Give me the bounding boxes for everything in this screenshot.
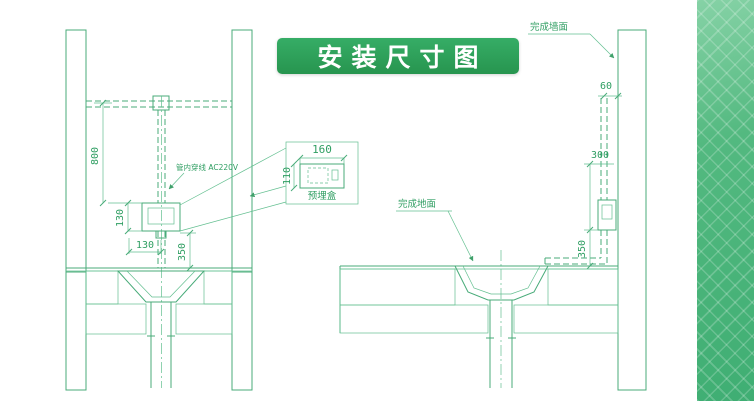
dim-130-horizontal: 130 <box>125 238 165 256</box>
left-wall <box>65 29 87 273</box>
concealed-pipe-vertical <box>157 96 166 388</box>
title-banner: 安装尺寸图 <box>277 38 519 74</box>
detail-leader-arrow <box>249 185 287 198</box>
embedded-box-detail: 160 110 预埋盒 <box>179 141 359 232</box>
dim-60-label: 60 <box>600 81 612 92</box>
projection-line-bottom <box>179 201 287 232</box>
dim-300: 300 <box>584 150 614 234</box>
dim-160-label: 160 <box>312 143 332 156</box>
wall-finish-label: 完成墙面 <box>530 21 568 33</box>
wall-flush-pipe <box>544 98 608 266</box>
dim-350-right-label: 350 <box>577 240 588 258</box>
dim-110: 110 <box>282 160 298 192</box>
right-wall <box>231 29 253 273</box>
right-floor-structure <box>339 265 619 334</box>
dim-60: 60 <box>598 81 622 100</box>
dim-350-right: 350 <box>577 229 598 270</box>
flush-valve-box-side <box>597 199 617 231</box>
dim-130v-label: 130 <box>115 209 126 227</box>
dim-130-vertical: 130 <box>115 199 142 235</box>
floor-finish-label: 完成地面 <box>398 198 436 210</box>
dim-800-label: 800 <box>90 147 101 165</box>
wire-note-leader <box>168 172 185 190</box>
pan-section-and-drain <box>454 250 549 388</box>
wall-finish-note: 完成墙面 <box>528 21 615 59</box>
dim-130h-label: 130 <box>136 240 154 251</box>
dim-800: 800 <box>90 99 142 207</box>
side-wall <box>617 29 647 391</box>
dim-350-left: 350 <box>177 229 196 272</box>
concealed-pipe-horizontal <box>86 95 232 111</box>
wire-note-group: 管内穿线 AC220V <box>168 162 239 190</box>
page-title: 安装尺寸图 <box>317 43 488 72</box>
right-wall-below-floor <box>231 271 253 391</box>
wire-note-label: 管内穿线 AC220V <box>176 162 239 172</box>
left-floor-structure <box>66 267 252 335</box>
dim-160: 160 <box>296 143 348 164</box>
left-installation-view: 管内穿线 AC220V 800 130 <box>65 29 253 391</box>
detail-frame <box>285 141 359 205</box>
embedded-box <box>299 163 345 189</box>
technical-drawing: 管内穿线 AC220V 800 130 <box>65 21 647 391</box>
dim-350-left-label: 350 <box>177 243 188 261</box>
right-installation-view: 完成墙面 60 <box>339 21 647 391</box>
floor-finish-note: 完成地面 <box>396 198 474 262</box>
decorative-side-strip <box>697 0 754 401</box>
dim-300-label: 300 <box>591 150 609 161</box>
left-wall-below-floor <box>65 271 87 391</box>
projection-line-top <box>179 147 287 206</box>
pan-and-drain <box>116 270 206 388</box>
dim-110-label: 110 <box>282 167 293 185</box>
embedded-box-label: 预埋盒 <box>308 190 337 202</box>
flush-valve-box <box>141 202 181 239</box>
